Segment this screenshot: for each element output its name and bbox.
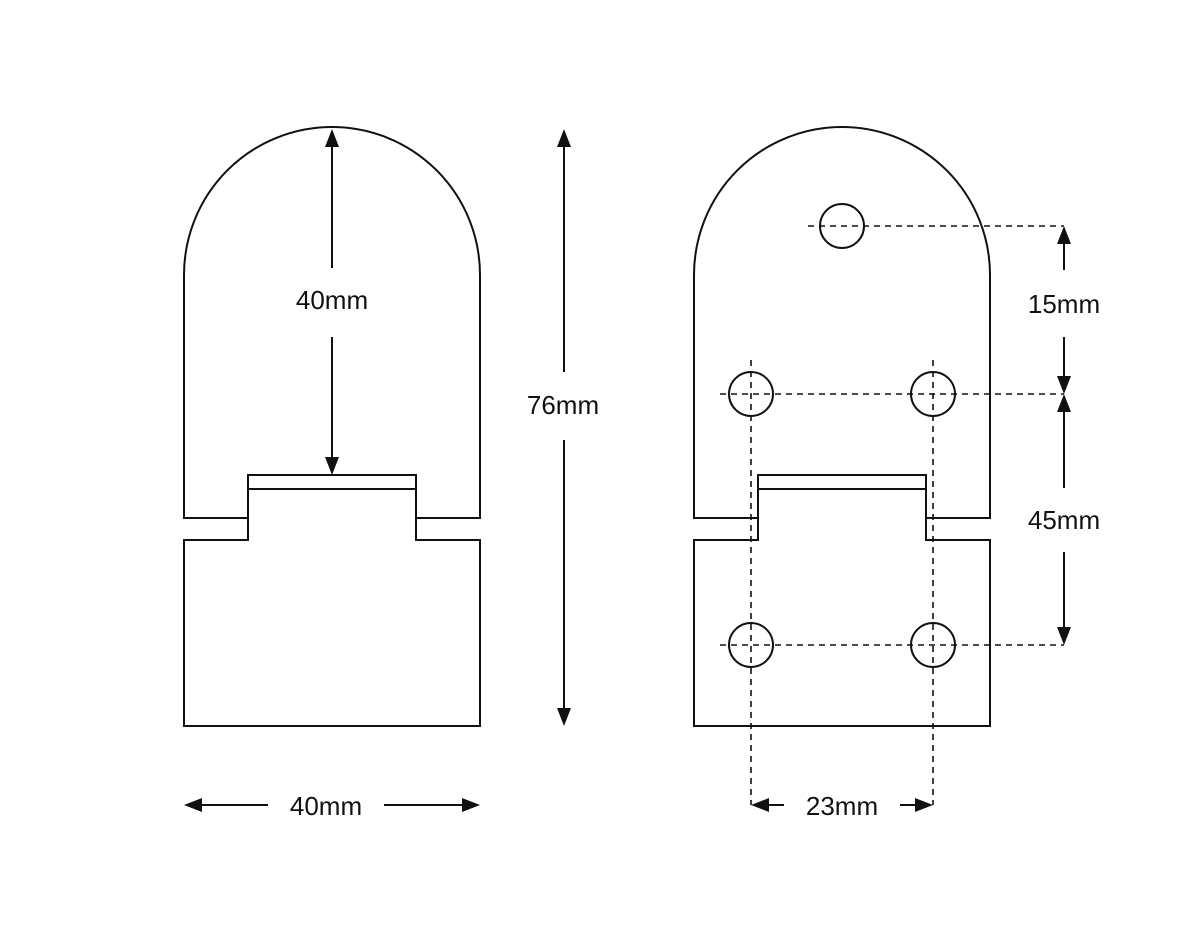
front-lower-leaf xyxy=(183,488,481,727)
overall-height-label: 76mm xyxy=(527,390,599,420)
hole-lower-left xyxy=(728,622,774,668)
hole-upper-right xyxy=(910,371,956,417)
dim-hole-col-spacing: 23mm xyxy=(751,791,933,821)
dim-hole-row-spacing: 45mm xyxy=(1028,394,1100,645)
dim-top-hole-offset: 15mm xyxy=(1028,226,1100,394)
front-inner-height-label: 40mm xyxy=(296,285,368,315)
hole-view xyxy=(693,126,1064,805)
dim-overall-height: 76mm xyxy=(527,129,599,726)
hole-view-lower-leaf xyxy=(693,488,991,727)
hole-col-spacing-label: 23mm xyxy=(806,791,878,821)
dim-front-inner-height: 40mm xyxy=(296,129,368,475)
hole-view-upper-leaf xyxy=(693,126,991,519)
front-width-label: 40mm xyxy=(290,791,362,821)
front-view xyxy=(183,126,481,727)
dim-front-width: 40mm xyxy=(184,791,480,821)
hole-row-spacing-label: 45mm xyxy=(1028,505,1100,535)
hole-lower-right xyxy=(910,622,956,668)
front-upper-leaf xyxy=(183,126,481,519)
top-hole xyxy=(819,203,865,249)
top-hole-offset-label: 15mm xyxy=(1028,289,1100,319)
hole-upper-left xyxy=(728,371,774,417)
